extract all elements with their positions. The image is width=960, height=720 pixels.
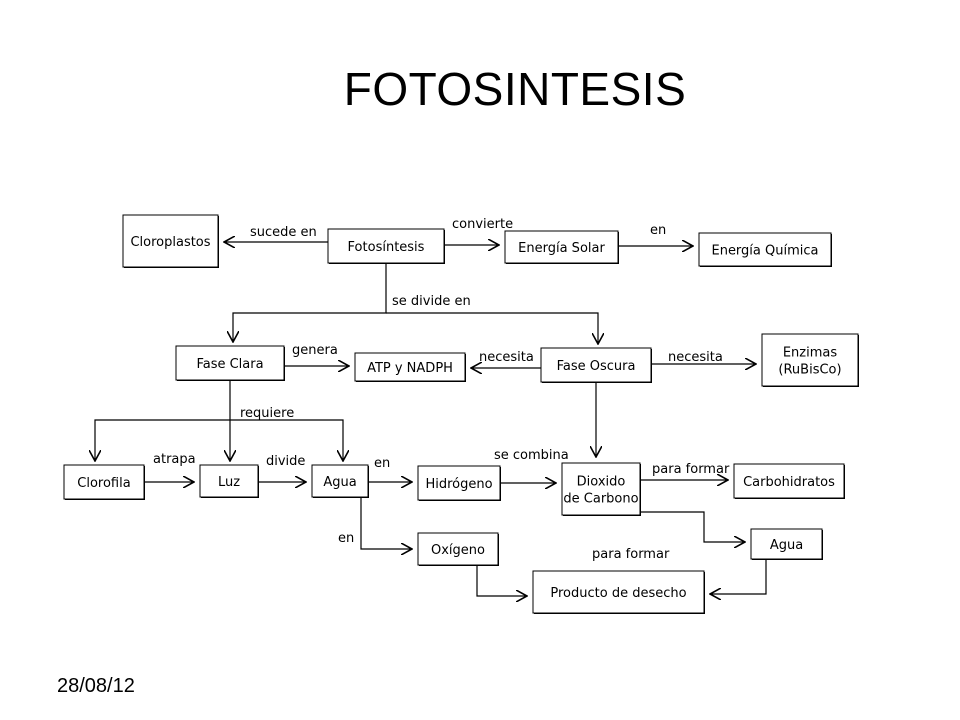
node-carbohidratos: Carbohidratos xyxy=(733,463,845,499)
edge-label-luz-agua: divide xyxy=(266,454,305,469)
edge-label-agua-hidrogeno: en xyxy=(374,456,390,471)
node-dioxido: Dioxido de Carbono xyxy=(561,462,641,516)
edge-label-fotosintesis-cloroplastos: sucede en xyxy=(250,225,317,240)
edge-label-clorofila-luz: atrapa xyxy=(153,452,196,467)
edge-fotosintesis-fases xyxy=(233,263,387,342)
node-label-agua2: Agua xyxy=(770,538,803,553)
node-clorofila: Clorofila xyxy=(63,464,145,500)
node-label-enzimas: (RuBisCo) xyxy=(778,363,841,378)
node-label-cloroplastos: Cloroplastos xyxy=(130,235,210,250)
node-label-clorofila: Clorofila xyxy=(77,476,130,491)
node-energia-solar: Energía Solar xyxy=(504,230,619,264)
node-label-fase-clara: Fase Clara xyxy=(196,357,263,372)
node-agua: Agua xyxy=(311,464,369,498)
edge-label-energia-solar-energia-quimica: en xyxy=(650,223,666,238)
node-label-dioxido: de Carbono xyxy=(563,492,638,507)
edge-agua2-producto xyxy=(710,559,767,594)
node-label-dioxido: Dioxido xyxy=(577,475,626,490)
footer-date: 28/08/12 xyxy=(57,675,135,697)
edge-oxigeno-producto xyxy=(476,565,527,596)
node-hidrogeno: Hidrógeno xyxy=(417,465,501,501)
edge-fase-clara-requiere-branch-0 xyxy=(95,419,230,461)
node-agua2: Agua xyxy=(750,528,823,560)
page-title: FOTOSINTESIS xyxy=(343,63,687,115)
node-cloroplastos: Cloroplastos xyxy=(122,214,219,268)
node-label-fase-oscura: Fase Oscura xyxy=(557,359,636,374)
edge-label-dioxido-agua2: para formar xyxy=(592,547,670,562)
node-label-fotosintesis: Fotosíntesis xyxy=(348,240,425,255)
node-label-hidrogeno: Hidrógeno xyxy=(425,477,492,492)
node-label-oxigeno: Oxígeno xyxy=(431,543,485,558)
node-label-agua: Agua xyxy=(323,475,356,490)
node-label-producto: Producto de desecho xyxy=(550,586,686,601)
node-fase-clara: Fase Clara xyxy=(175,345,285,381)
node-atp-nadph: ATP y NADPH xyxy=(354,352,466,382)
node-label-enzimas: Enzimas xyxy=(783,346,838,361)
edge-dioxido-agua2 xyxy=(640,511,745,542)
edge-fase-clara-requiere-branch2-0 xyxy=(230,419,343,461)
node-label-carbohidratos: Carbohidratos xyxy=(743,475,835,490)
edge-label-fase-oscura-enzimas: necesita xyxy=(668,350,723,365)
node-producto: Producto de desecho xyxy=(532,570,705,614)
edge-agua-oxigeno xyxy=(360,497,412,549)
node-label-energia-solar: Energía Solar xyxy=(518,241,605,256)
edge-label-agua-oxigeno: en xyxy=(338,531,354,546)
edge-label-fase-clara-requiere: requiere xyxy=(240,406,294,421)
edge-label-fotosintesis-fases: se divide en xyxy=(392,294,471,309)
edge-label-dioxido-carbohidratos: para formar xyxy=(652,462,730,477)
node-label-luz: Luz xyxy=(218,475,240,490)
node-fotosintesis: Fotosíntesis xyxy=(327,228,445,264)
edge-label-hidrogeno-dioxido: se combina xyxy=(494,448,569,463)
node-fase-oscura: Fase Oscura xyxy=(540,347,652,383)
node-luz: Luz xyxy=(199,464,259,498)
edge-label-fotosintesis-energia-solar: convierte xyxy=(452,217,513,232)
edge-label-fase-clara-atp: genera xyxy=(292,343,338,358)
edge-fotosintesis-fases-branch-0 xyxy=(386,312,598,344)
node-energia-quimica: Energía Química xyxy=(698,232,832,267)
node-oxigeno: Oxígeno xyxy=(417,532,499,566)
node-label-energia-quimica: Energía Química xyxy=(711,244,818,259)
node-label-atp-nadph: ATP y NADPH xyxy=(367,361,453,376)
node-enzimas: Enzimas (RuBisCo) xyxy=(761,333,859,387)
edge-label-fase-oscura-atp: necesita xyxy=(479,350,534,365)
